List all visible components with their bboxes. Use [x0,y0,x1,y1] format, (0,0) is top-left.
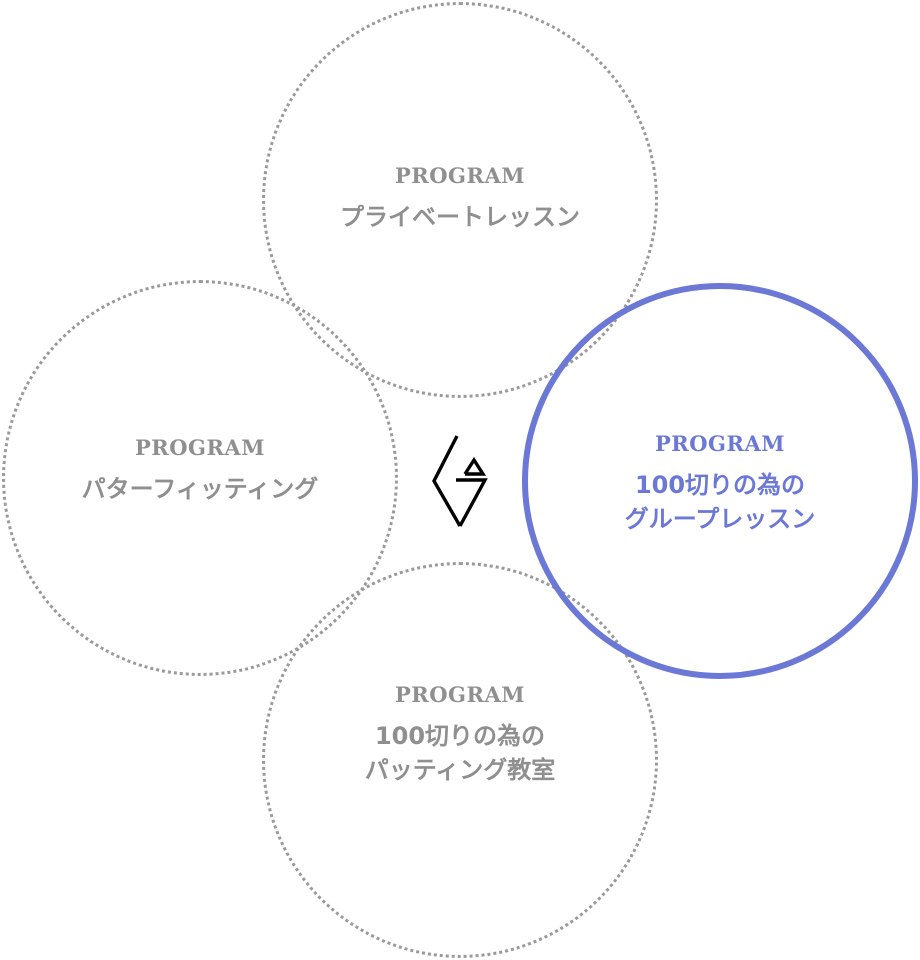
program-title: 100切りの為の グループレッスン [624,470,816,533]
program-circle-private-lesson[interactable]: PROGRAM プライベートレッスン [262,2,658,398]
program-circle-putter-fitting[interactable]: PROGRAM パターフィッティング [2,280,398,676]
program-label-group: PROGRAM パターフィッティング [82,435,319,506]
program-title: 100切りの為の パッティング教室 [364,721,556,784]
program-title: プライベートレッスン [340,202,580,231]
program-label-group: PROGRAM 100切りの為の パッティング教室 [365,682,556,787]
program-circle-putting-class[interactable]: PROGRAM 100切りの為の パッティング教室 [262,562,658,958]
program-eyebrow: PROGRAM [395,162,525,188]
program-eyebrow: PROGRAM [655,430,785,456]
program-eyebrow: PROGRAM [395,681,525,707]
program-title: パターフィッティング [81,474,319,503]
program-eyebrow: PROGRAM [135,434,265,460]
program-label-group: PROGRAM プライベートレッスン [340,163,580,234]
brand-logo-icon [432,435,488,527]
program-label-group: PROGRAM 100切りの為の グループレッスン [625,431,816,536]
program-circle-group-lesson[interactable]: PROGRAM 100切りの為の グループレッスン [522,283,918,679]
